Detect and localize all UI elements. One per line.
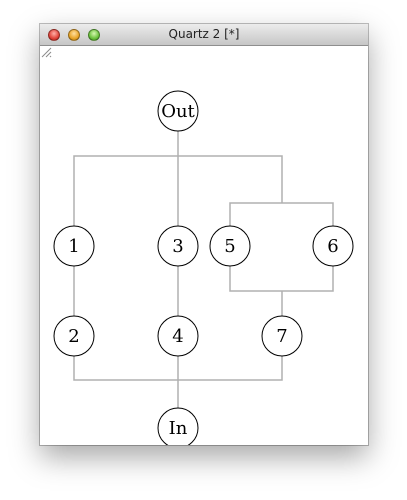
node-label-2: 2 xyxy=(68,326,79,347)
node-label-out: Out xyxy=(161,101,195,122)
node-label-in: In xyxy=(169,418,188,439)
node-circle xyxy=(209,225,251,267)
graph-canvas[interactable]: Out 1 3 5 6 2 xyxy=(40,46,368,445)
node-label-6: 6 xyxy=(327,236,338,257)
node-circle xyxy=(53,315,95,357)
node-circle xyxy=(261,315,303,357)
node-circle xyxy=(157,225,199,267)
node-label-3: 3 xyxy=(172,236,183,257)
graph-node-1[interactable]: 1 xyxy=(53,225,95,267)
edge-join-5-6 xyxy=(229,266,334,292)
graph-node-4[interactable]: 4 xyxy=(157,315,199,357)
window-title: Quartz 2 [*] xyxy=(168,27,240,41)
node-circle xyxy=(157,315,199,357)
graph-node-3[interactable]: 3 xyxy=(157,225,199,267)
close-icon[interactable] xyxy=(48,29,60,41)
node-circle xyxy=(157,407,199,445)
node-circle xyxy=(157,90,199,132)
node-circle xyxy=(53,225,95,267)
zoom-icon[interactable] xyxy=(88,29,100,41)
graph-node-in[interactable]: In xyxy=(157,407,199,445)
graph-node-2[interactable]: 2 xyxy=(53,315,95,357)
graph-node-5[interactable]: 5 xyxy=(209,225,251,267)
node-label-4: 4 xyxy=(172,326,183,347)
node-label-1: 1 xyxy=(68,236,79,257)
node-label-7: 7 xyxy=(276,326,287,347)
title-bar[interactable]: Quartz 2 [*] xyxy=(40,24,368,46)
minimize-icon[interactable] xyxy=(68,29,80,41)
edge-split-5-6 xyxy=(229,202,334,226)
graph-node-out[interactable]: Out xyxy=(157,90,199,132)
resize-grip-icon[interactable] xyxy=(40,46,52,58)
graph-svg: Out 1 3 5 6 2 xyxy=(53,90,354,445)
node-label-5: 5 xyxy=(224,236,235,257)
graph-node-7[interactable]: 7 xyxy=(261,315,303,357)
graph-node-6[interactable]: 6 xyxy=(312,225,354,267)
graph-edges xyxy=(73,131,334,408)
node-circle xyxy=(312,225,354,267)
app-window: Quartz 2 [*] Out xyxy=(40,24,368,445)
